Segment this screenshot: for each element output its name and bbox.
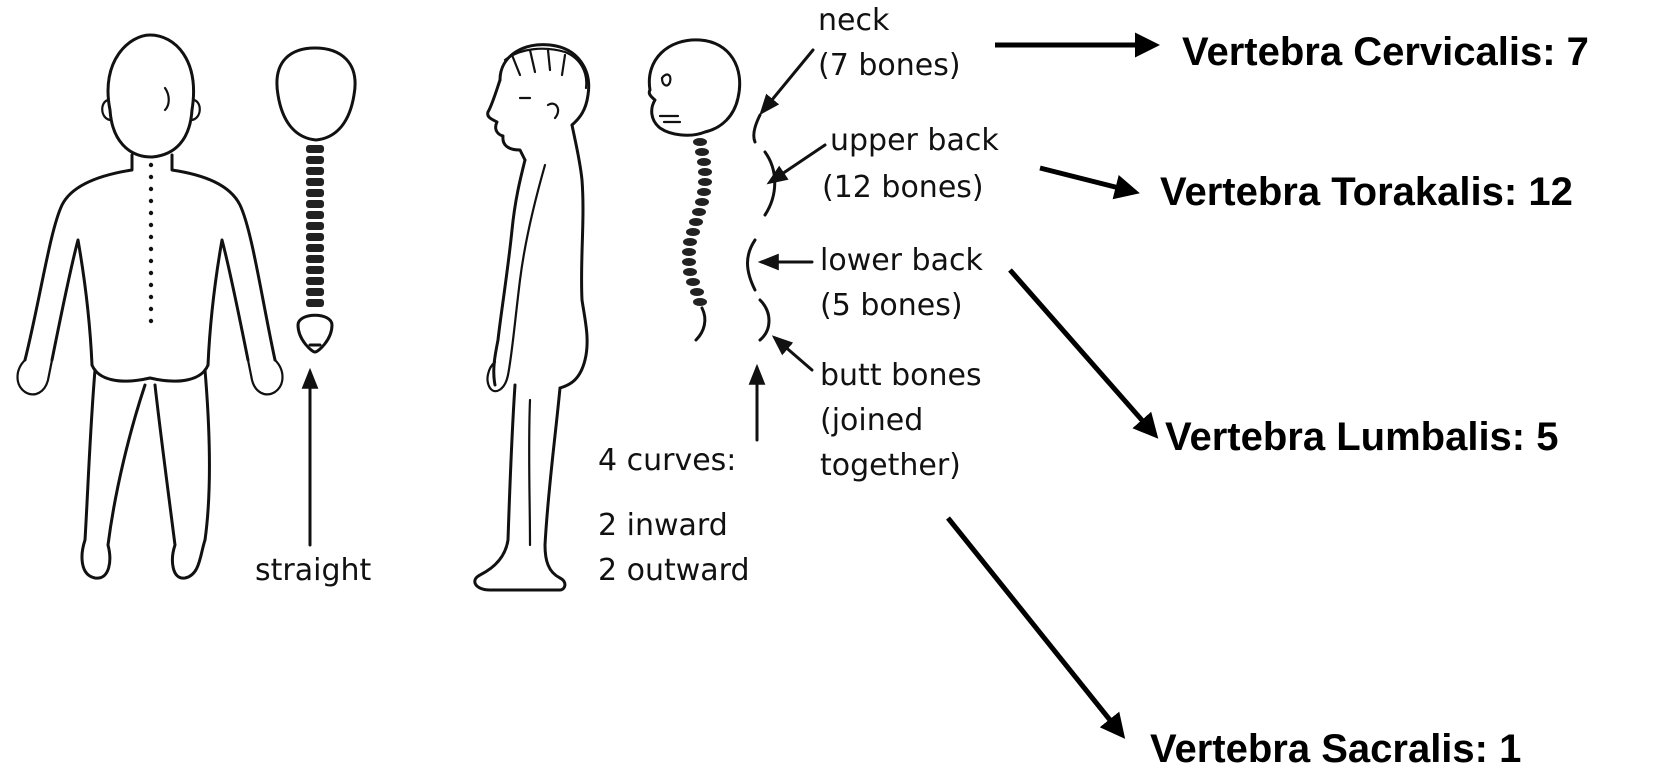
vertebra-sacralis-label: Vertebra Sacralis: 1 (1150, 727, 1521, 771)
butt-bones-label-line3: together) (820, 448, 961, 483)
upper-back-count-label: (12 bones) (822, 170, 984, 205)
child-side-view-icon (475, 45, 589, 590)
lower-back-count-label: (5 bones) (820, 288, 963, 323)
butt-bones-label-line2: (joined (820, 403, 923, 438)
butt-bones-pointer-arrow (775, 338, 812, 370)
curves-inward-label: 2 inward (598, 508, 728, 543)
straight-spine-icon (277, 48, 355, 352)
curves-label: 4 curves: (598, 443, 736, 478)
child-back-view-icon (18, 35, 283, 578)
butt-bones-label: butt bones (820, 358, 982, 393)
upper-back-pointer-arrow (770, 145, 825, 182)
curves-outward-label: 2 outward (598, 553, 750, 588)
vertebra-torakalis-label: Vertebra Torakalis: 12 (1160, 170, 1573, 214)
neck-label: neck (818, 3, 890, 38)
upper-back-label: upper back (830, 123, 999, 158)
vertebra-cervicalis-label: Vertebra Cervicalis: 7 (1182, 30, 1589, 74)
lumbalis-arrow (1010, 270, 1155, 435)
vertebra-lumbalis-label: Vertebra Lumbalis: 5 (1165, 415, 1558, 459)
torakalis-arrow (1040, 168, 1135, 192)
neck-count-label: (7 bones) (818, 48, 961, 83)
straight-label: straight (255, 553, 372, 588)
neck-pointer-arrow (762, 50, 813, 112)
curved-spine-icon (649, 40, 775, 340)
sacralis-arrow (948, 518, 1122, 735)
lower-back-label: lower back (820, 243, 983, 278)
